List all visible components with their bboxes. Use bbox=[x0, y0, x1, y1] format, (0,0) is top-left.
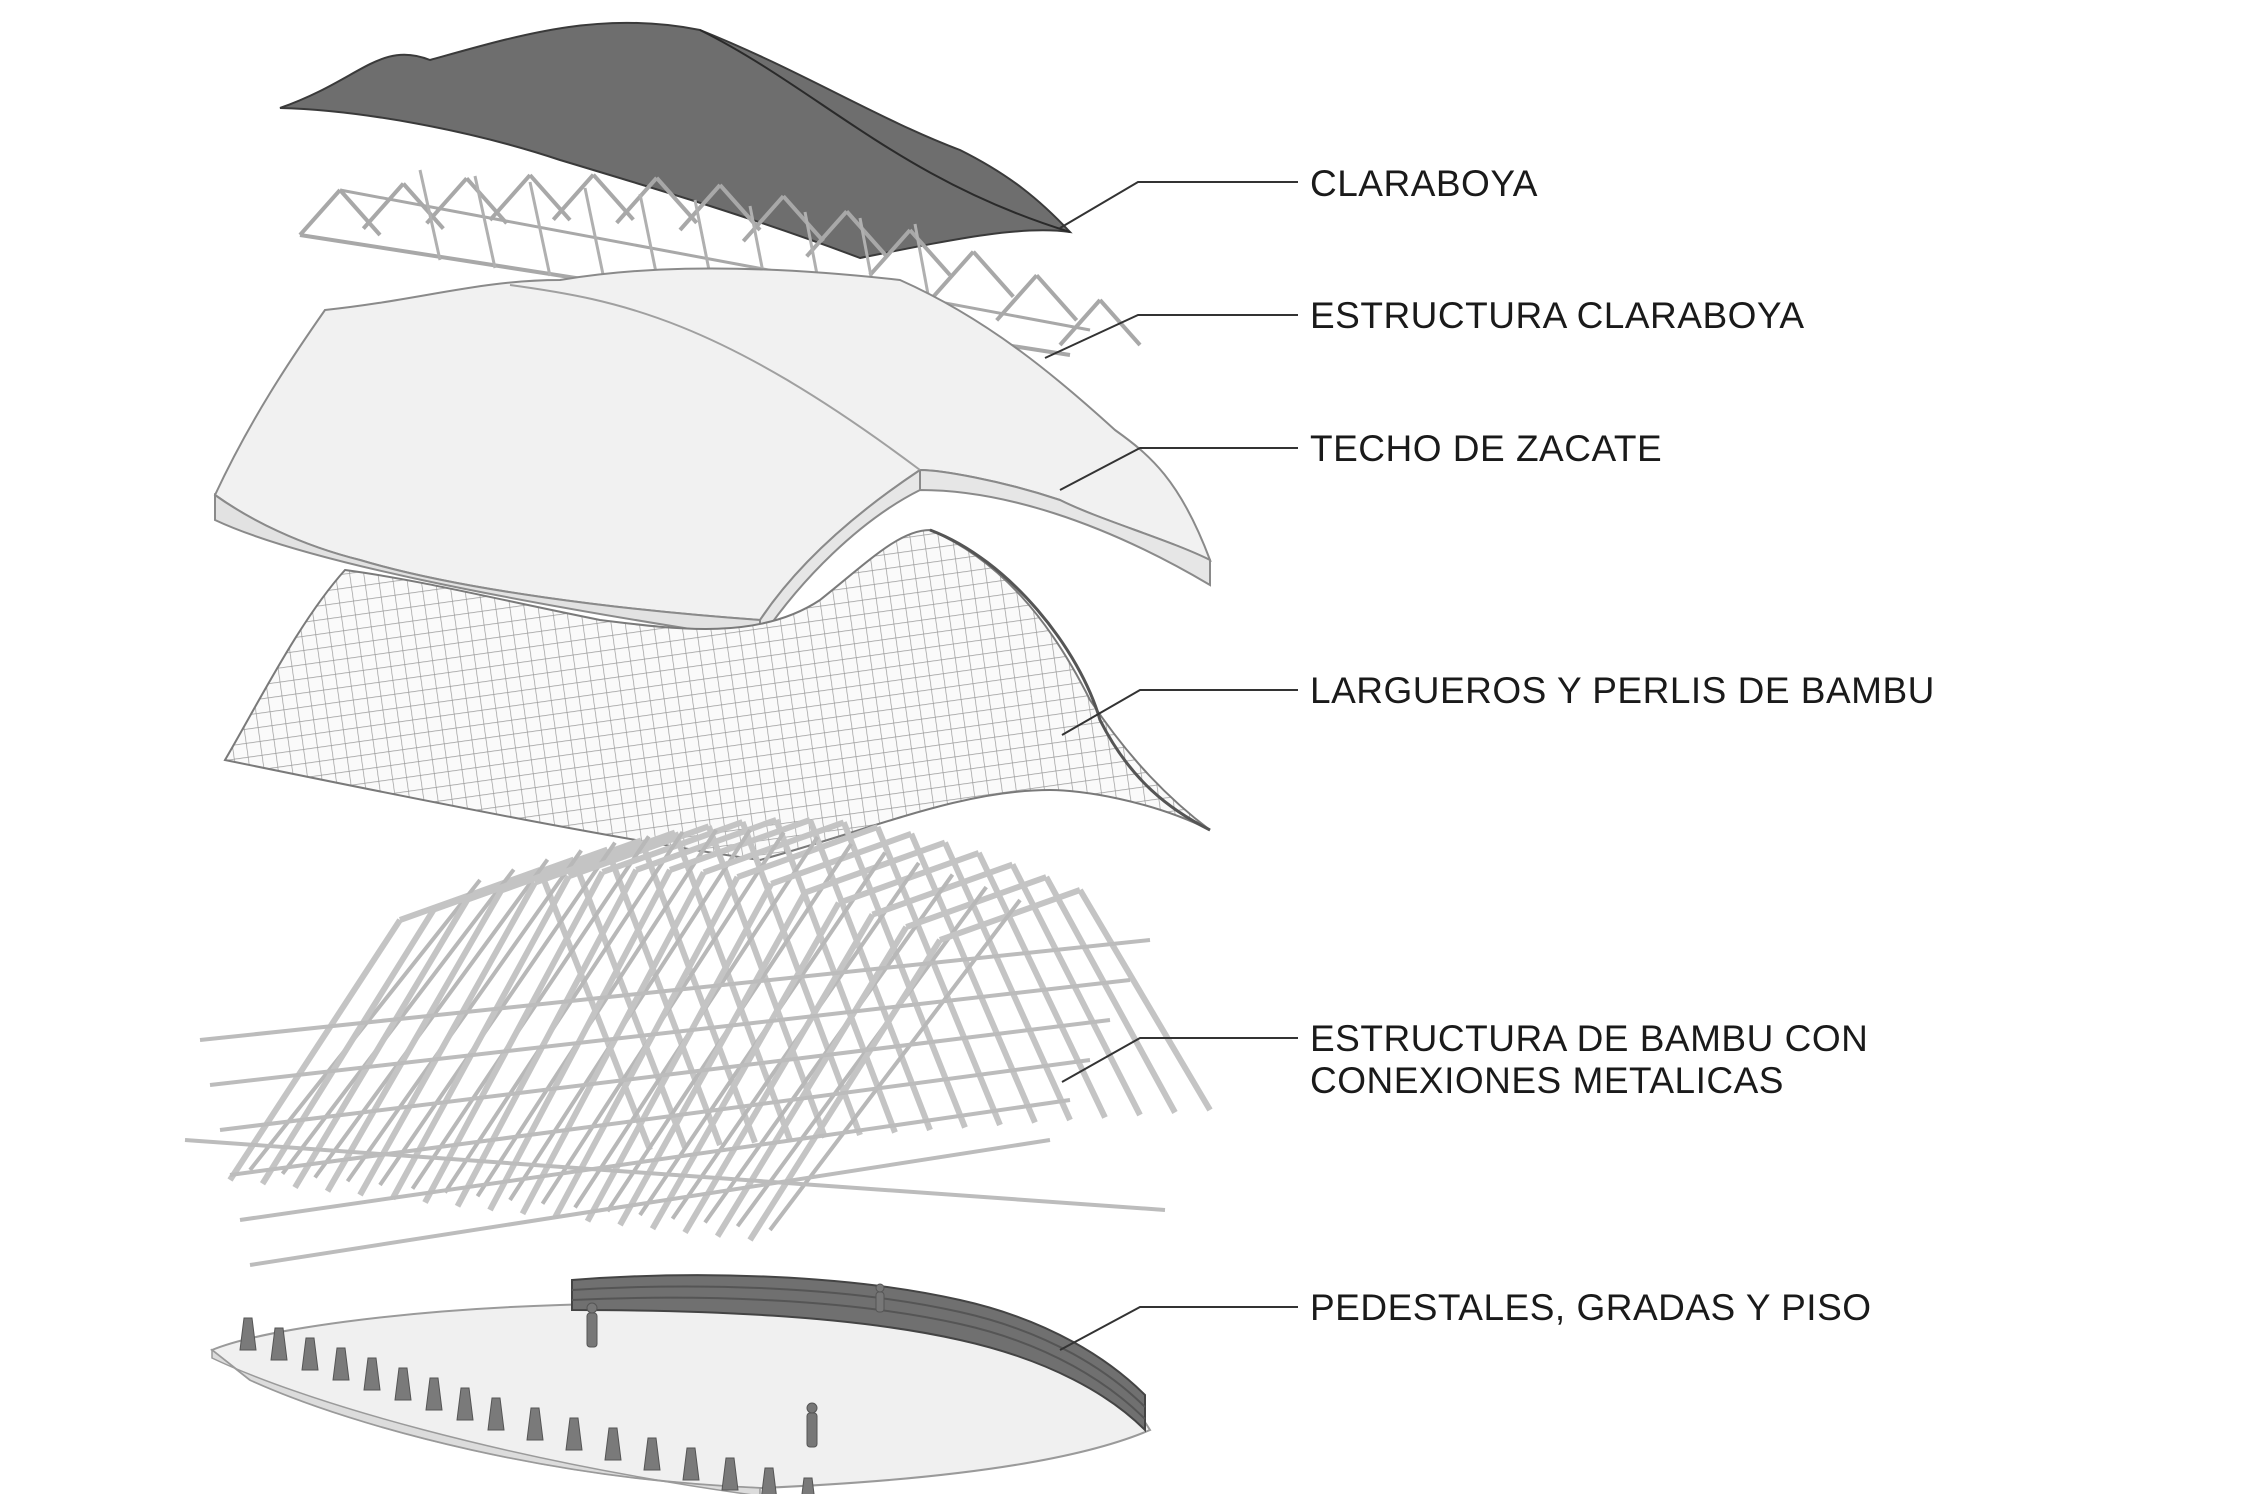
leader-pedestales bbox=[1059, 1306, 1298, 1351]
leader-estructura-claraboya bbox=[1044, 314, 1298, 359]
label-pedestales: PEDESTALES, GRADAS Y PISO bbox=[1310, 1287, 1872, 1328]
leader-techo-zacate bbox=[1059, 447, 1298, 491]
stands-block bbox=[571, 1274, 1146, 1433]
leader-claraboya bbox=[1059, 181, 1298, 229]
label-estructura-claraboya: ESTRUCTURA CLARABOYA bbox=[1310, 295, 1805, 336]
leader-lines bbox=[1044, 181, 1298, 1351]
leader-largueros bbox=[1061, 689, 1298, 736]
pedestals-floor-layer bbox=[210, 1274, 1152, 1494]
label-estructura-bambu: ESTRUCTURA DE BAMBU CON CONEXIONES METAL… bbox=[1310, 1018, 1869, 1101]
label-techo-zacate: TECHO DE ZACATE bbox=[1310, 428, 1663, 469]
label-largueros: LARGUEROS Y PERLIS DE BAMBU bbox=[1310, 670, 1935, 711]
label-claraboya: CLARABOYA bbox=[1310, 163, 1538, 204]
skylight-layer bbox=[279, 21, 1073, 260]
roof-slab-edge bbox=[214, 493, 761, 642]
skylight-surface bbox=[279, 21, 1073, 260]
leader-estructura-bambu bbox=[1061, 1037, 1298, 1083]
bamboo-structure-layer bbox=[184, 817, 1213, 1267]
grass-roof-layer bbox=[213, 267, 1212, 644]
purlins-grid-surface bbox=[223, 528, 1211, 862]
human-figures bbox=[586, 1283, 885, 1448]
purlins-layer bbox=[223, 528, 1211, 862]
